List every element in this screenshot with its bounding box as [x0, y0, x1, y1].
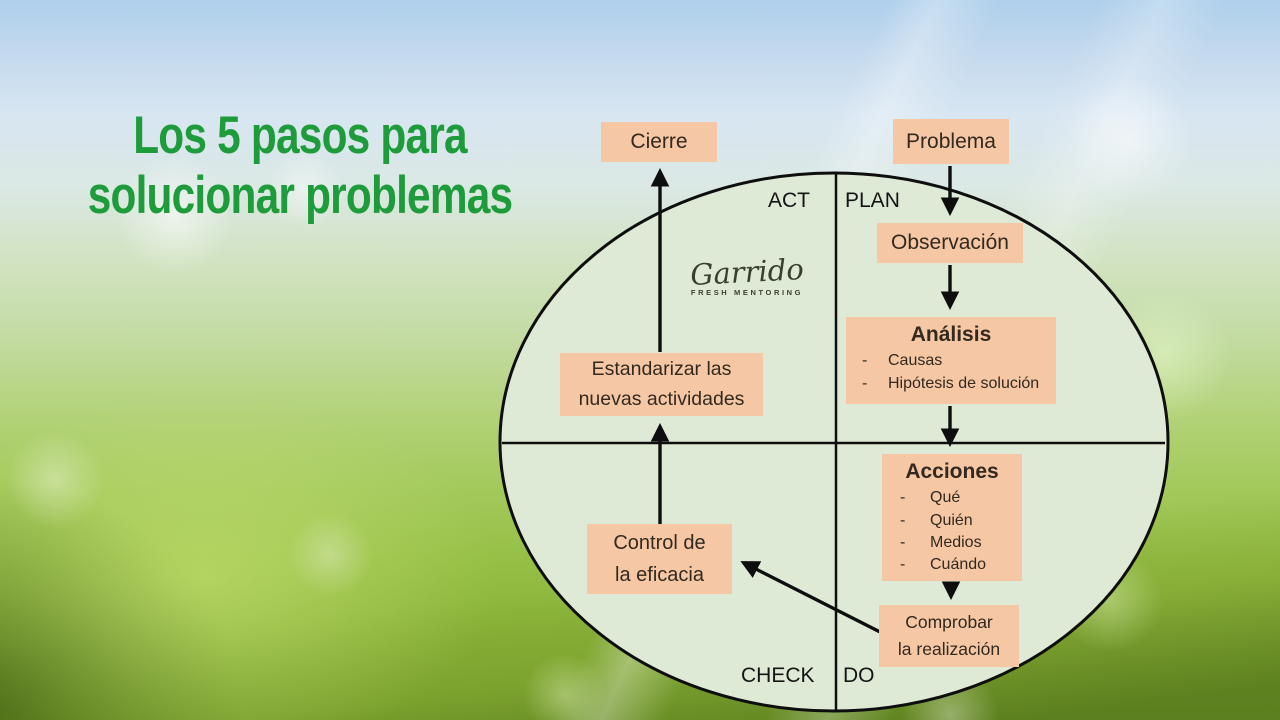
page-title-line1: Los 5 pasos para: [133, 105, 467, 165]
node-control-line2: la eficacia: [615, 564, 704, 586]
list-item: Quién: [882, 510, 1022, 532]
page-title: Los 5 pasos para solucionar problemas: [84, 106, 516, 227]
node-acciones: Acciones Qué Quién Medios Cuándo: [882, 454, 1022, 581]
quadrant-label-act: ACT: [768, 189, 810, 212]
list-item-text: Qué: [930, 489, 961, 507]
garrido-logo-tagline: FRESH MENTORING: [690, 288, 804, 297]
node-estandarizar-line2: nuevas actividades: [578, 387, 745, 410]
node-analisis: Análisis Causas Hipótesis de solución: [846, 317, 1056, 404]
node-observacion: Observación: [877, 223, 1023, 263]
list-item-text: Hipótesis de solución: [888, 374, 1040, 392]
list-item: Cuándo: [882, 554, 1022, 576]
garrido-logo-script: Garrido: [689, 252, 805, 292]
node-control-line1: Control de: [613, 532, 706, 554]
list-item: Hipótesis de solución: [846, 373, 1056, 395]
node-estandarizar: Estandarizar las nuevas actividades: [560, 353, 763, 416]
node-analisis-list: Causas Hipótesis de solución: [846, 350, 1056, 395]
node-estandarizar-line1: Estandarizar las: [591, 358, 732, 381]
quadrant-label-do: DO: [843, 664, 875, 687]
node-acciones-list: Qué Quién Medios Cuándo: [882, 487, 1022, 577]
quadrant-label-check: CHECK: [741, 664, 815, 687]
list-item-text: Cuándo: [930, 556, 987, 574]
list-item: Causas: [846, 350, 1056, 372]
list-item-text: Quién: [930, 511, 973, 529]
node-comprobar-line1: Comprobar: [905, 611, 993, 632]
list-item: Medios: [882, 532, 1022, 554]
node-comprobar: Comprobar la realización: [879, 605, 1019, 667]
node-analisis-title: Análisis: [910, 323, 992, 346]
garrido-logo: Garrido FRESH MENTORING: [668, 252, 826, 297]
quadrant-label-plan: PLAN: [845, 189, 900, 212]
list-item-text: Causas: [888, 352, 943, 370]
node-cierre-label: Cierre: [630, 130, 688, 153]
node-comprobar-line2: la realización: [897, 639, 1001, 659]
node-observacion-label: Observación: [891, 231, 1009, 254]
node-acciones-title: Acciones: [905, 460, 999, 483]
arrow-comprobar-to-control: [740, 561, 885, 636]
list-item-text: Medios: [930, 534, 982, 552]
node-cierre: Cierre: [601, 122, 717, 162]
list-item: Qué: [882, 487, 1022, 509]
page-title-line2: solucionar problemas: [87, 165, 513, 225]
node-control: Control de la eficacia: [587, 524, 732, 594]
node-problema-label: Problema: [906, 129, 996, 153]
node-problema: Problema: [893, 119, 1009, 164]
